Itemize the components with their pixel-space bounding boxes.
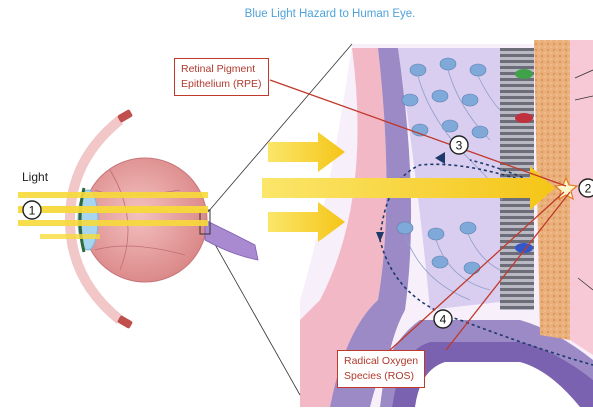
ros-callout-line-1: Radical Oxygen (344, 354, 418, 369)
optic-nerve (205, 220, 258, 260)
eye-illustration (70, 109, 258, 329)
marker-3-label: 3 (456, 139, 463, 153)
rpe-callout: Retinal Pigment Epithelium (RPE) (174, 58, 269, 96)
diagram-title: Blue Light Hazard to Human Eye. (200, 8, 460, 20)
marker-2-label: 2 (585, 182, 592, 196)
ros-callout: Radical Oxygen Species (ROS) (337, 350, 425, 388)
marker-4-label: 4 (440, 313, 447, 327)
marker-4: 4 (434, 310, 452, 328)
marker-2: 2 (579, 179, 593, 197)
rpe-callout-line-2: Epithelium (RPE) (181, 77, 262, 92)
ros-callout-line-2: Species (ROS) (344, 369, 418, 384)
light-label: Light (22, 170, 48, 184)
rpe-callout-line-1: Retinal Pigment (181, 62, 262, 77)
marker-1: 1 (23, 201, 41, 219)
marker-3: 3 (450, 136, 468, 154)
marker-1-label: 1 (29, 204, 36, 218)
